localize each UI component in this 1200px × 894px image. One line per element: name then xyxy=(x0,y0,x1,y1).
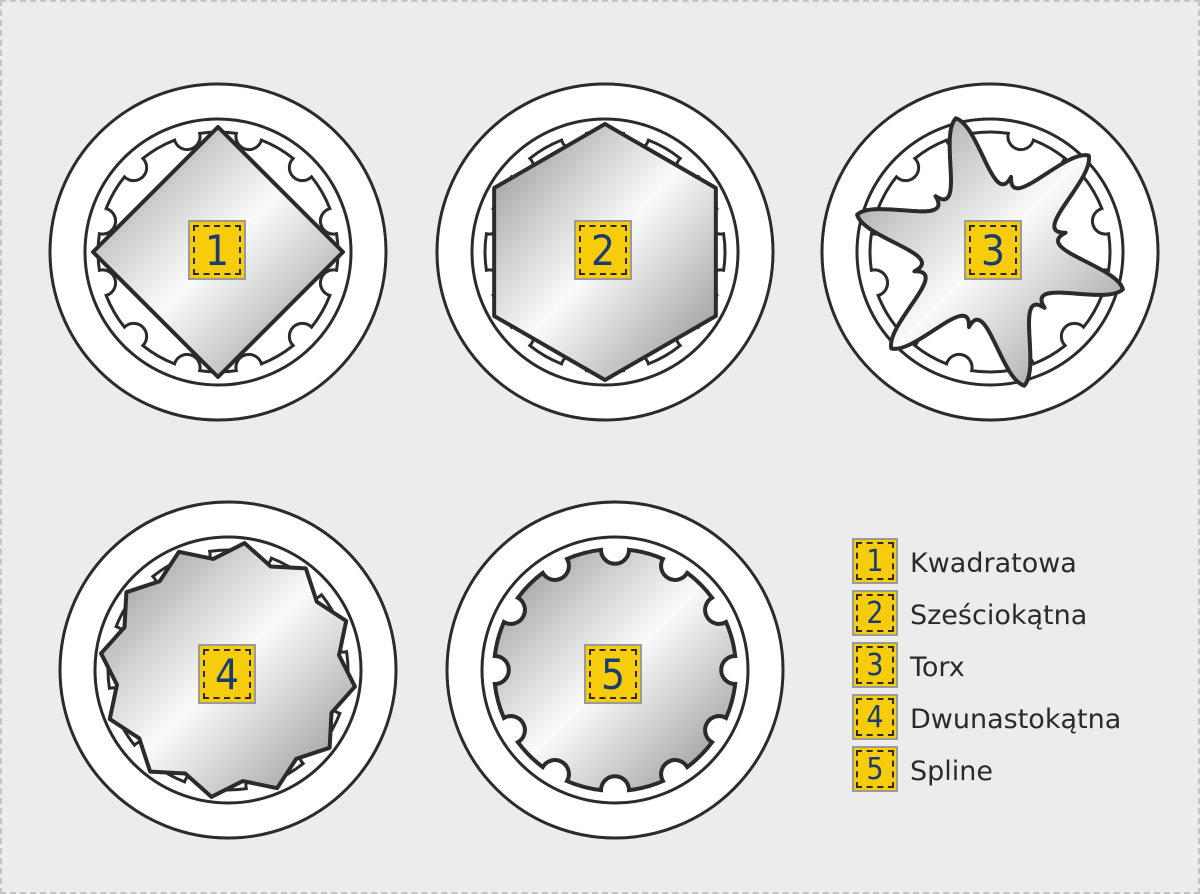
legend-number: 2 xyxy=(866,595,884,631)
socket-number-badge: 1 xyxy=(188,220,246,280)
socket-number: 3 xyxy=(980,225,1006,275)
legend-number: 4 xyxy=(866,699,884,735)
socket-number: 5 xyxy=(600,649,626,699)
legend-number-badge: 5 xyxy=(852,746,898,792)
legend-number: 1 xyxy=(866,543,884,579)
legend-number-badge: 3 xyxy=(852,642,898,688)
socket-number: 2 xyxy=(590,225,616,275)
socket-number-badge: 3 xyxy=(964,220,1022,280)
socket-number: 4 xyxy=(214,649,240,699)
socket-number-badge: 5 xyxy=(584,644,642,704)
legend-label: Torx xyxy=(910,652,965,683)
legend-number-badge: 1 xyxy=(852,538,898,584)
socket-number: 1 xyxy=(204,225,230,275)
socket-number-badge: 2 xyxy=(574,220,632,280)
legend-number-badge: 2 xyxy=(852,590,898,636)
legend-label: Spline xyxy=(910,756,994,787)
legend-label: Sześciokątna xyxy=(910,600,1088,631)
legend-number: 3 xyxy=(866,647,884,683)
legend-label: Dwunastokątna xyxy=(910,704,1122,735)
socket-number-badge: 4 xyxy=(198,644,256,704)
legend-label: Kwadratowa xyxy=(910,548,1077,579)
legend-number-badge: 4 xyxy=(852,694,898,740)
legend-number: 5 xyxy=(866,751,884,787)
